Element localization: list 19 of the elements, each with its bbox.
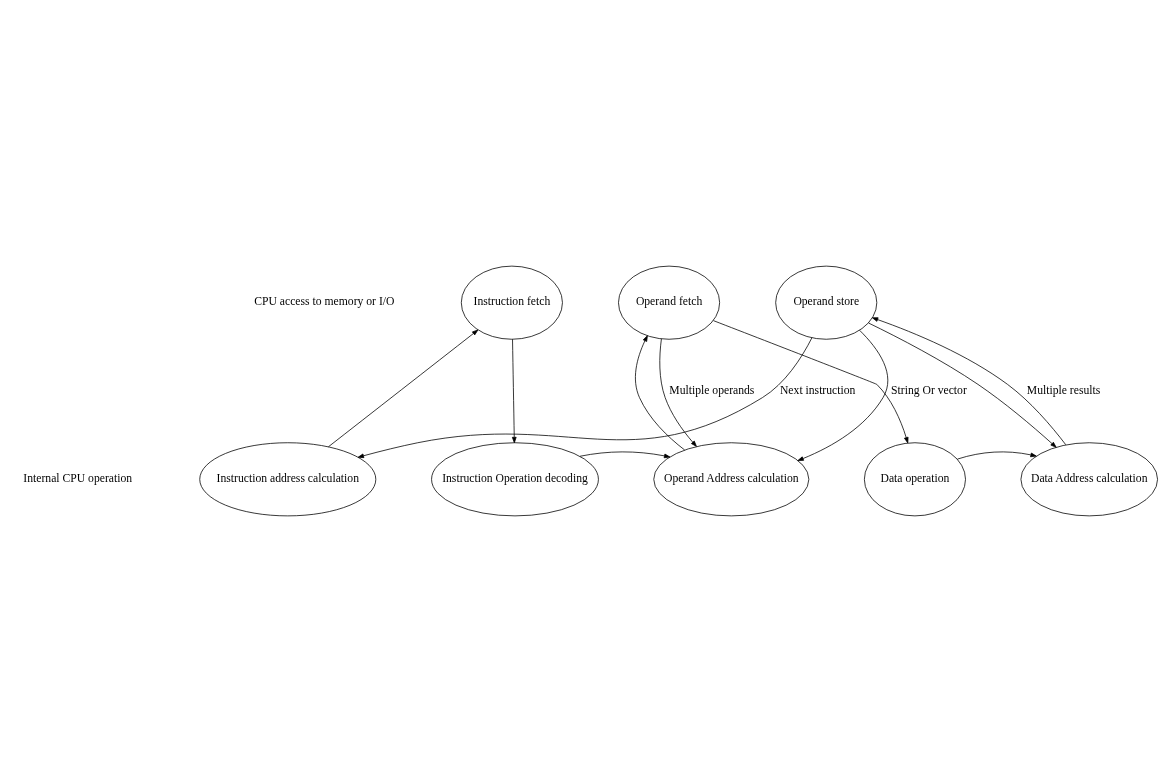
arrow: [357, 337, 813, 459]
edge-label: String Or vector: [891, 383, 967, 397]
node-ellipse: Instruction Operation decoding: [431, 442, 599, 517]
arrow: [659, 338, 697, 447]
edge-label: Multiple operands: [669, 383, 755, 397]
arrow: [957, 451, 1037, 460]
arrow: [511, 338, 517, 444]
edge-label: Multiple results: [1026, 383, 1101, 397]
node-ellipse: Data operation: [863, 442, 966, 517]
arrow: [328, 329, 479, 448]
node-ellipse: Instruction address calculation: [199, 442, 377, 517]
arrow: [797, 329, 889, 461]
arrow: [713, 320, 909, 444]
arrow: [635, 335, 686, 451]
label: Internal CPU operation: [23, 472, 133, 486]
label: CPU access to memory or I/O: [254, 295, 395, 309]
edge-label: Next instruction: [779, 383, 856, 397]
node-ellipse: Instruction fetch: [460, 265, 563, 340]
arrow: [579, 451, 671, 459]
